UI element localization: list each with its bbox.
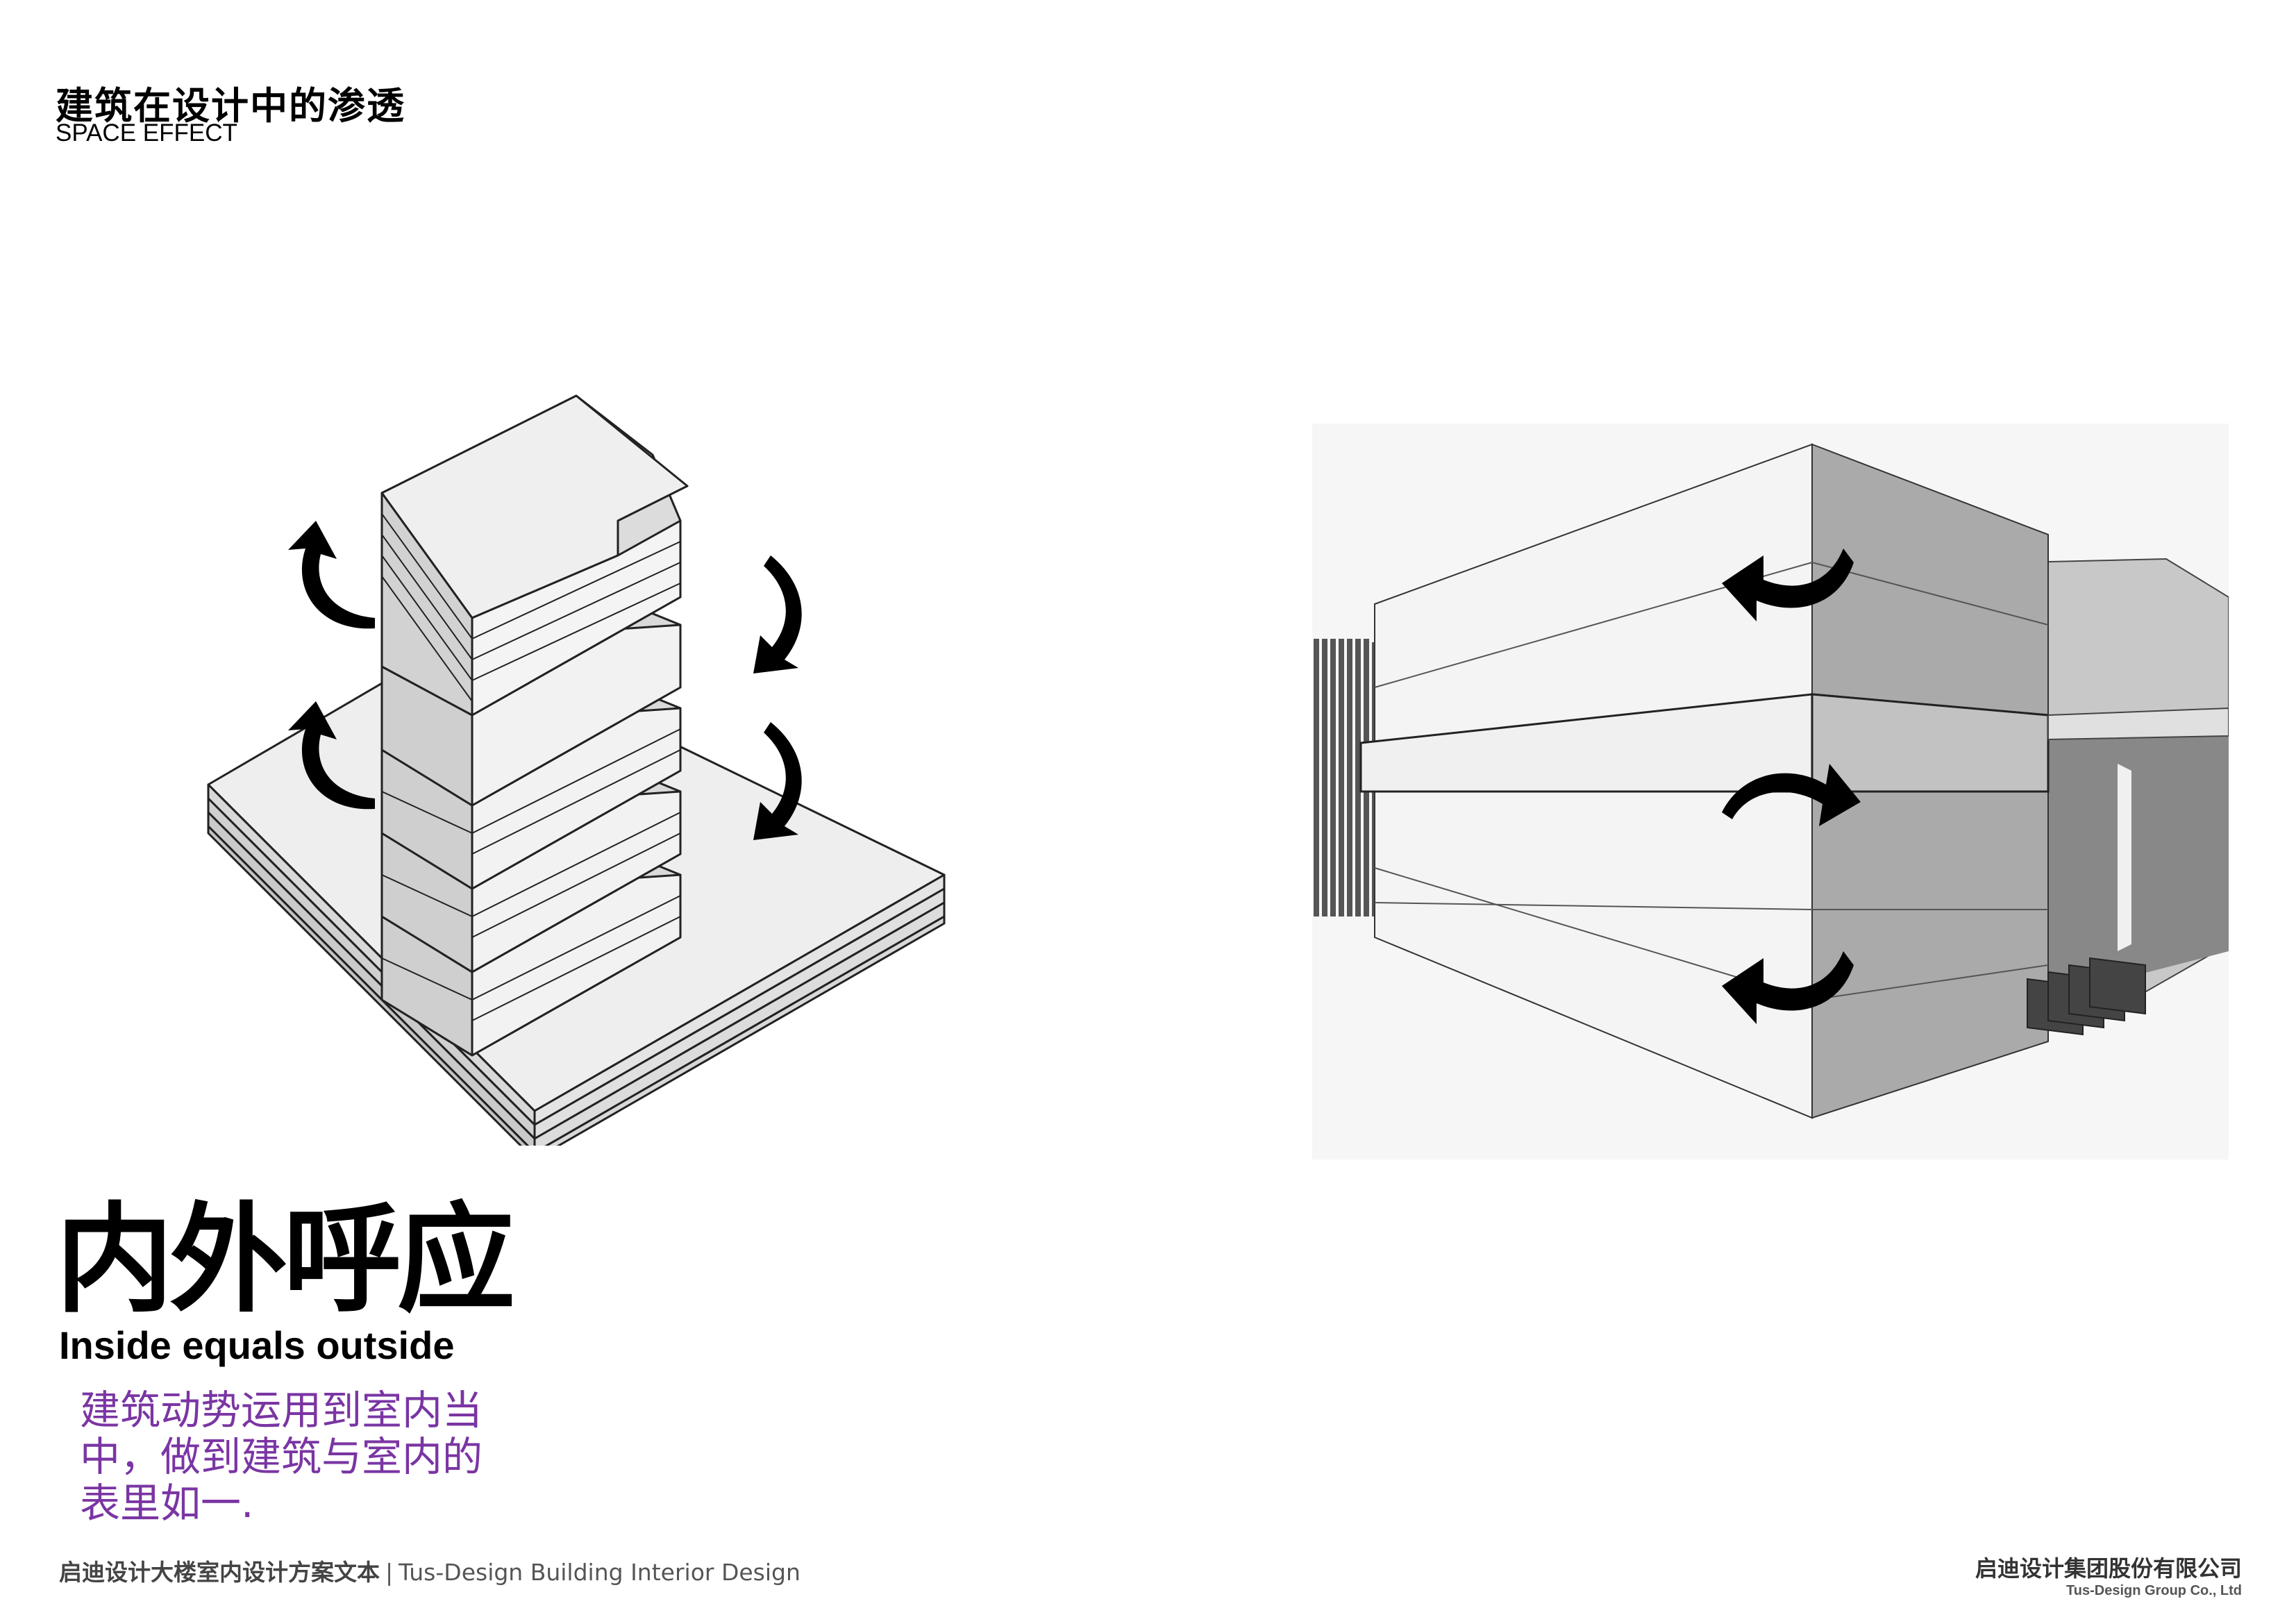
main-title: 内外呼应 (56, 1191, 515, 1329)
company-name-cn: 启迪设计集团股份有限公司 (1975, 1555, 2242, 1582)
header-subtitle: SPACE EFFECT (56, 119, 237, 147)
main-subtitle: Inside equals outside (59, 1323, 455, 1367)
isometric-twisting-tower-icon (207, 394, 946, 1146)
footer-separator: | (385, 1559, 394, 1586)
footer-left: 启迪设计大楼室内设计方案文本|Tus-Design Building Inter… (59, 1554, 801, 1587)
footer-left-cn: 启迪设计大楼室内设计方案文本 (59, 1559, 380, 1586)
header-title: 建筑在设计中的渗透 (56, 84, 405, 128)
company-name-en: Tus-Design Group Co., Ltd (2066, 1583, 2242, 1598)
footer-left-en: Tus-Design Building Interior Design (399, 1559, 801, 1586)
perspective-building-facade-icon (1312, 424, 2229, 1160)
description-text: 建筑动势运用到室内当中，做到建筑与室内的表里如一. (80, 1387, 483, 1527)
